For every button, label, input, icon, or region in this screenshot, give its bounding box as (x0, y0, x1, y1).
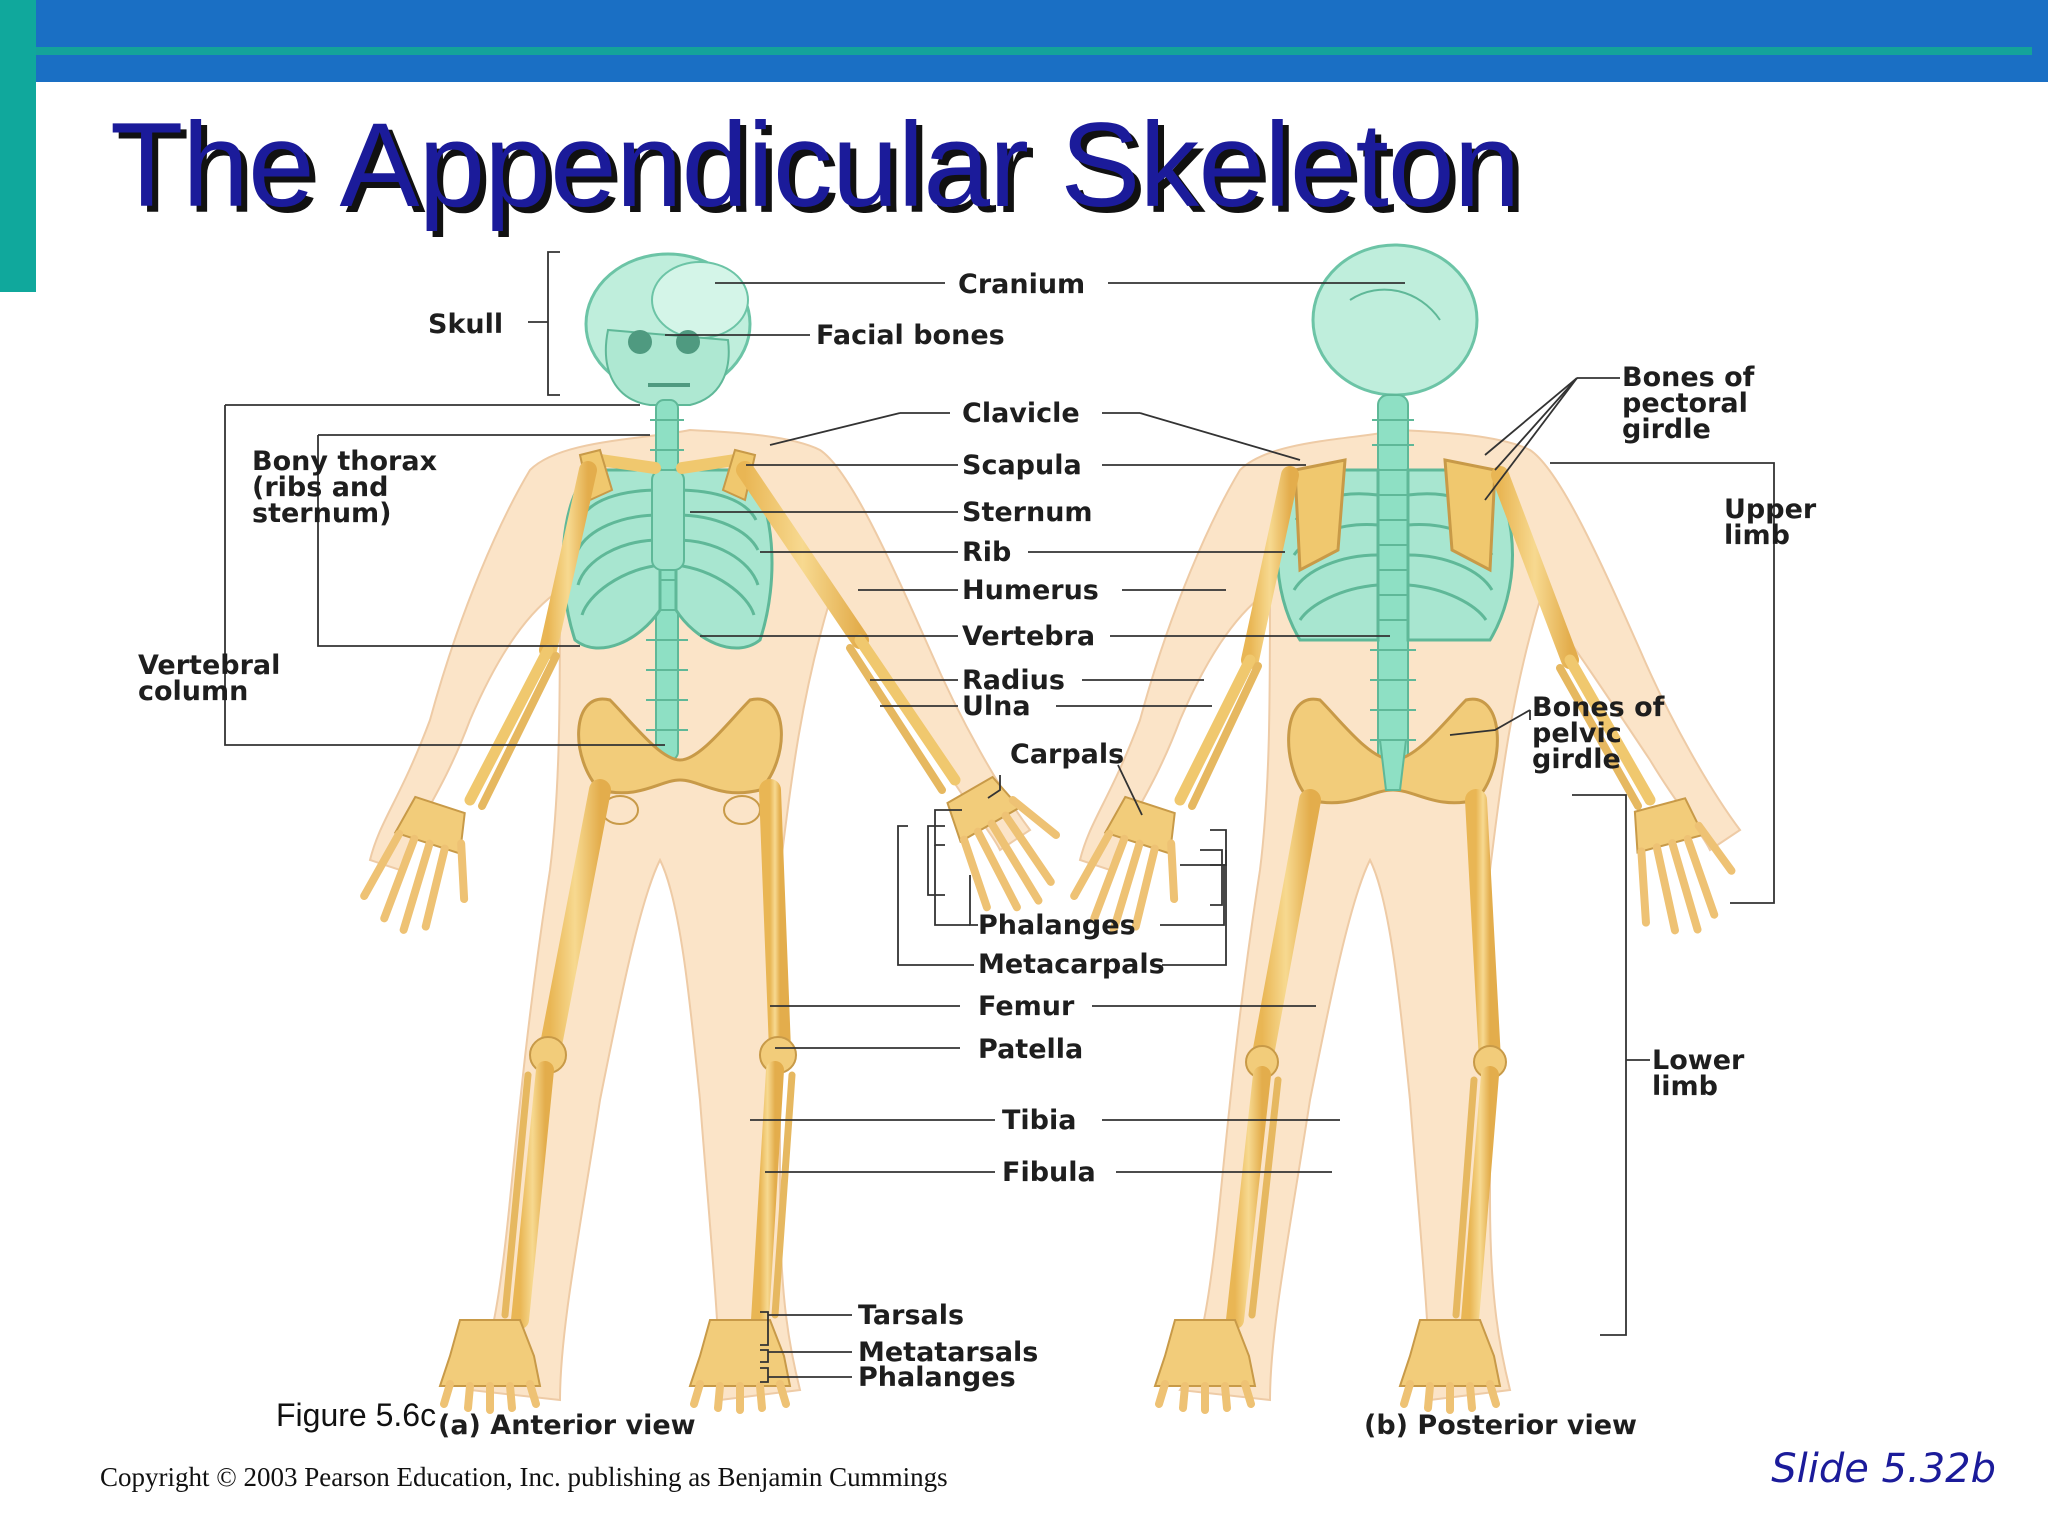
anterior-skeleton (358, 252, 1080, 1410)
label-patella: Patella (978, 1034, 1083, 1065)
label-skull: Skull (428, 309, 503, 340)
label-phalanges-hand: Phalanges (978, 910, 1136, 941)
label-facial-bones: Facial bones (816, 320, 1005, 351)
label-carpals: Carpals (1010, 739, 1124, 770)
label-tibia: Tibia (1002, 1105, 1076, 1136)
label-tarsals: Tarsals (858, 1300, 964, 1331)
slide-number: Slide 5.32b (1771, 1446, 1996, 1492)
anterior-view-label: (a) Anterior view (438, 1410, 696, 1441)
label-vertebra: Vertebra (962, 621, 1095, 652)
label-vertebral-column: Vertebral column (138, 650, 290, 707)
posterior-skeleton (1068, 243, 1744, 1410)
label-upper-limb: Upper limb (1724, 494, 1826, 551)
top-bar (0, 0, 2048, 82)
leader-lines (224, 251, 1775, 1383)
label-sternum: Sternum (962, 497, 1093, 528)
label-clavicle: Clavicle (962, 398, 1080, 429)
bone-labels: Skull Bony thorax (ribs and sternum) Ver… (138, 269, 1826, 1441)
label-radius: Radius (962, 665, 1065, 696)
label-ulna: Ulna (962, 691, 1031, 722)
label-cranium: Cranium (958, 269, 1085, 300)
figure-caption: Figure 5.6c (276, 1397, 437, 1433)
posterior-view-label: (b) Posterior view (1364, 1410, 1637, 1441)
label-bony-thorax: Bony thorax (ribs and sternum) (252, 446, 446, 529)
side-accent-tab (0, 0, 36, 292)
label-fibula: Fibula (1002, 1157, 1096, 1188)
top-accent-stripe (36, 47, 2032, 55)
label-lower-limb: Lower limb (1652, 1045, 1754, 1102)
label-humerus: Humerus (962, 575, 1099, 606)
label-pelvic-girdle: Bones of pelvic girdle (1532, 692, 1674, 775)
label-metacarpals: Metacarpals (978, 949, 1165, 980)
copyright-notice: Copyright © 2003 Pearson Education, Inc.… (100, 1462, 948, 1492)
label-scapula: Scapula (962, 450, 1082, 481)
label-rib: Rib (962, 537, 1011, 568)
label-pectoral-girdle: Bones of pectoral girdle (1622, 362, 1764, 445)
label-metatarsals: Metatarsals (858, 1337, 1038, 1368)
slide-title: The Appendicular Skeleton (110, 98, 1520, 232)
label-femur: Femur (978, 991, 1075, 1022)
label-phalanges-foot: Phalanges (858, 1362, 1016, 1393)
